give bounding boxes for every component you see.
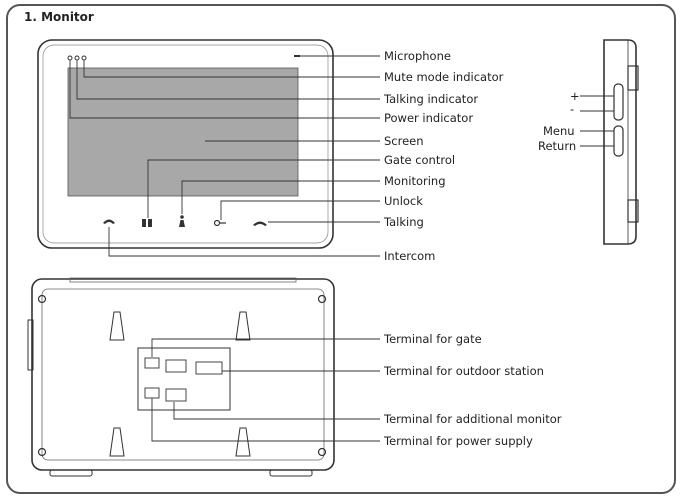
label-terminal-outdoor-station: Terminal for outdoor station bbox=[383, 364, 544, 378]
front-label-group: Microphone Mute mode indicator Talking i… bbox=[383, 49, 504, 263]
label-monitoring: Monitoring bbox=[384, 174, 446, 188]
gate-control-icon bbox=[142, 219, 152, 227]
microphone-hole bbox=[294, 55, 300, 57]
label-intercom: Intercom bbox=[384, 249, 435, 263]
label-volume-minus: - bbox=[570, 102, 574, 116]
label-unlock: Unlock bbox=[384, 194, 423, 208]
talking-icon bbox=[253, 221, 267, 226]
power-indicator-led bbox=[67, 55, 73, 61]
label-terminal-gate: Terminal for gate bbox=[383, 332, 482, 346]
section-title: 1. Monitor bbox=[24, 10, 94, 24]
monitor-front-body bbox=[37, 39, 334, 249]
monitoring-icon bbox=[179, 215, 185, 227]
side-label-group: + - Menu Return bbox=[538, 89, 580, 153]
label-screen: Screen bbox=[384, 134, 424, 148]
front-leader-lines bbox=[69, 55, 380, 257]
label-microphone: Microphone bbox=[384, 49, 451, 63]
label-talking-indicator: Talking indicator bbox=[383, 92, 478, 106]
talking-indicator-led bbox=[74, 55, 80, 61]
mute-indicator-led bbox=[81, 55, 87, 61]
label-power-indicator: Power indicator bbox=[384, 111, 473, 125]
monitor-side-view bbox=[603, 39, 639, 245]
label-gate-control: Gate control bbox=[384, 153, 455, 167]
monitor-front-bezel bbox=[42, 44, 329, 244]
label-return: Return bbox=[538, 139, 576, 153]
screen bbox=[67, 67, 299, 197]
label-mute-mode-indicator: Mute mode indicator bbox=[384, 70, 504, 84]
label-volume-plus: + bbox=[570, 89, 580, 103]
label-terminal-additional-monitor: Terminal for additional monitor bbox=[383, 412, 562, 426]
monitor-back-view bbox=[27, 277, 335, 477]
unlock-icon bbox=[213, 219, 226, 227]
intercom-icon bbox=[103, 219, 115, 224]
label-talking: Talking bbox=[383, 215, 424, 229]
back-leader-lines bbox=[151, 338, 380, 442]
label-menu: Menu bbox=[543, 124, 575, 138]
label-terminal-power-supply: Terminal for power supply bbox=[383, 434, 533, 448]
back-label-group: Terminal for gate Terminal for outdoor s… bbox=[383, 332, 562, 448]
side-leader-lines bbox=[580, 95, 614, 147]
diagram-frame bbox=[6, 4, 676, 494]
